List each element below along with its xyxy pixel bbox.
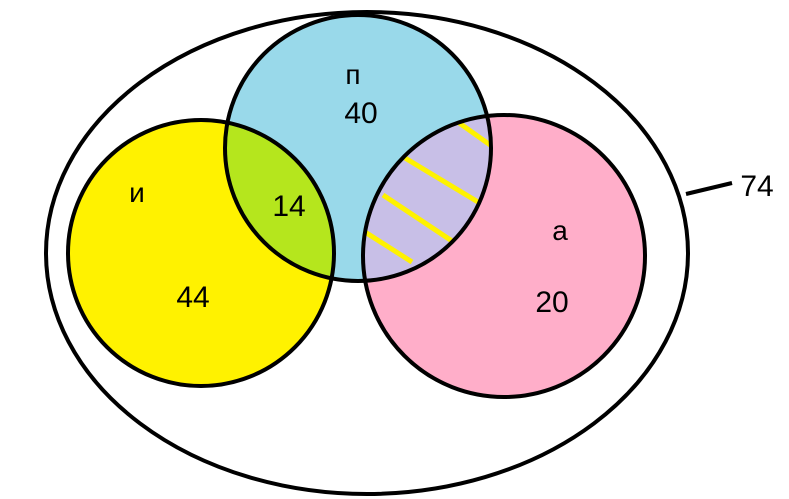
intersection-i-p [225, 120, 334, 281]
hatch-lines [363, 117, 491, 265]
set-i-value: 44 [176, 281, 209, 314]
set-i-label: и [129, 177, 145, 208]
set-p-label: п [345, 59, 360, 90]
total-value: 74 [740, 170, 773, 203]
set-p-value: 40 [344, 97, 377, 130]
intersection-p-a [363, 115, 491, 281]
set-a-value: 20 [535, 286, 568, 319]
set-a-label: а [552, 215, 568, 246]
total-pointer-line [685, 181, 733, 196]
intersection-i-p-value: 14 [272, 190, 305, 223]
